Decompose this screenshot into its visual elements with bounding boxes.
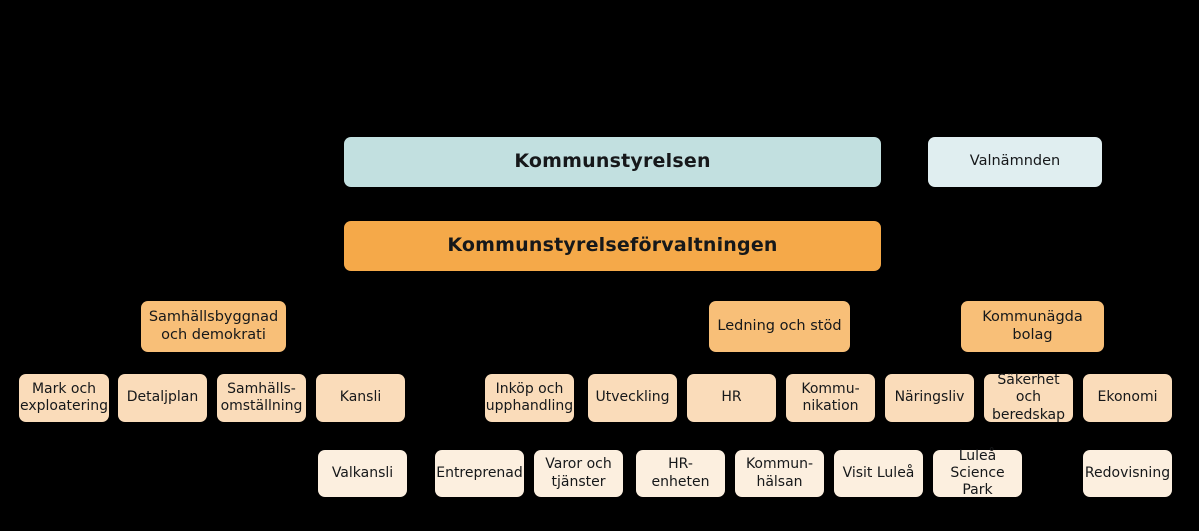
org-node-kansli[interactable]: Kansli — [316, 374, 405, 422]
org-node-entreprenad[interactable]: Entreprenad — [435, 450, 524, 497]
org-node-kommunhalsan[interactable]: Kommun- hälsan — [735, 450, 824, 497]
org-node-samhallsomstallning[interactable]: Samhälls- omställning — [217, 374, 306, 422]
org-node-visit-lulea[interactable]: Visit Luleå — [834, 450, 923, 497]
org-node-kommunikation[interactable]: Kommu- nikation — [786, 374, 875, 422]
org-node-hr[interactable]: HR — [687, 374, 776, 422]
org-node-varor-och-tjanster[interactable]: Varor och tjänster — [534, 450, 623, 497]
org-node-kommunagda-bolag[interactable]: Kommunägda bolag — [961, 301, 1104, 352]
org-node-detaljplan[interactable]: Detaljplan — [118, 374, 207, 422]
org-node-valnamnden[interactable]: Valnämnden — [928, 137, 1102, 187]
org-node-samhallsbyggnad-och-demokrati[interactable]: Samhällsbyggnad och demokrati — [141, 301, 286, 352]
org-node-ekonomi[interactable]: Ekonomi — [1083, 374, 1172, 422]
org-node-mark-och-exploatering[interactable]: Mark och exploatering — [19, 374, 109, 422]
org-node-hr-enheten[interactable]: HR-enheten — [636, 450, 725, 497]
org-node-redovisning[interactable]: Redovisning — [1083, 450, 1172, 497]
org-node-valkansli[interactable]: Valkansli — [318, 450, 407, 497]
org-node-sakerhet-och-beredskap[interactable]: Säkerhet och beredskap — [984, 372, 1073, 423]
org-node-lulea-science-park[interactable]: Luleå Science Park — [933, 448, 1022, 498]
org-node-ledning-och-stod[interactable]: Ledning och stöd — [709, 301, 850, 352]
org-node-naringsliv[interactable]: Näringsliv — [885, 374, 974, 422]
org-node-inkop-och-upphandling[interactable]: Inköp och upphandling — [485, 374, 574, 422]
org-node-utveckling[interactable]: Utveckling — [588, 374, 677, 422]
org-node-kommunstyrelsen[interactable]: Kommunstyrelsen — [344, 137, 881, 187]
org-node-kommunstyrelseforvaltningen[interactable]: Kommunstyrelseförvaltningen — [344, 221, 881, 271]
